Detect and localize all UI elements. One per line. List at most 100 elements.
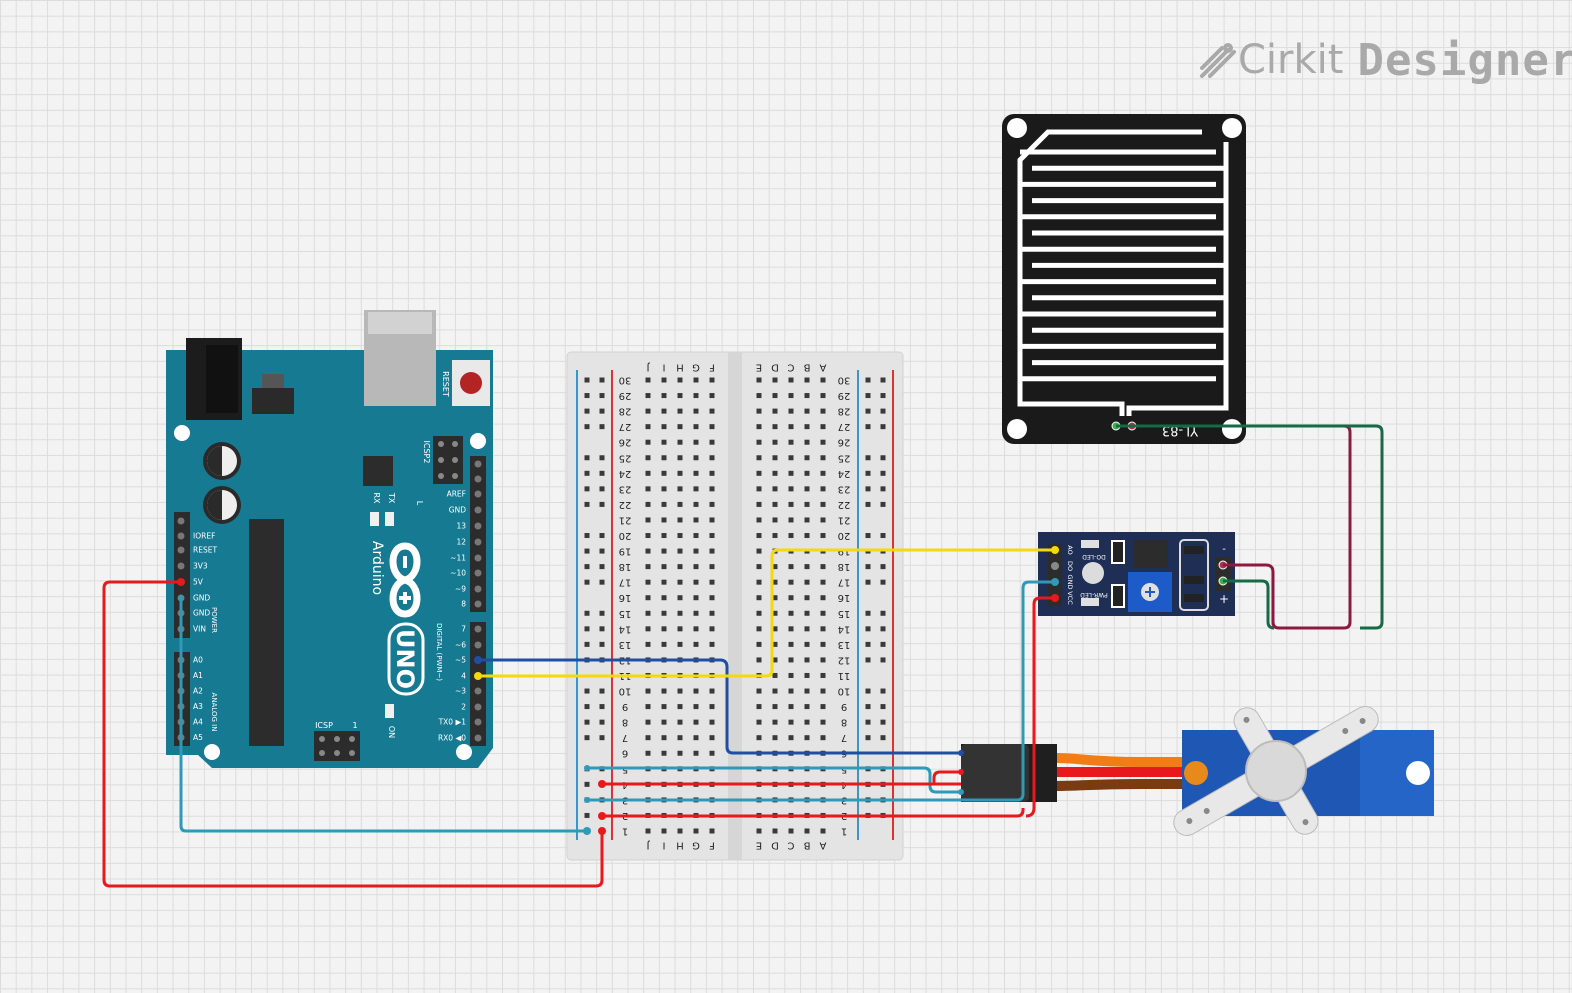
breadboard-hole[interactable] [677, 579, 683, 585]
rail-hole[interactable] [880, 470, 886, 476]
arduino-uno[interactable]: IOREFRESET3V35VGNDGNDVINA0A1A2A3A4A5AREF… [166, 310, 493, 768]
breadboard-hole[interactable] [788, 486, 794, 492]
breadboard-hole[interactable] [804, 657, 810, 663]
breadboard-hole[interactable] [709, 719, 715, 725]
breadboard-hole[interactable] [661, 439, 667, 445]
breadboard-hole[interactable] [645, 408, 651, 414]
rail-hole[interactable] [599, 735, 605, 741]
breadboard-hole[interactable] [661, 688, 667, 694]
breadboard-hole[interactable] [693, 393, 699, 399]
breadboard-hole[interactable] [693, 688, 699, 694]
breadboard-hole[interactable] [677, 610, 683, 616]
rail-hole[interactable] [584, 704, 590, 710]
rail-hole[interactable] [865, 564, 871, 570]
breadboard-hole[interactable] [804, 579, 810, 585]
breadboard-hole[interactable] [709, 828, 715, 834]
wire-5v-red[interactable] [102, 580, 604, 888]
breadboard-hole[interactable] [804, 533, 810, 539]
breadboard-hole[interactable] [804, 595, 810, 601]
rail-hole[interactable] [880, 533, 886, 539]
breadboard-hole[interactable] [756, 377, 762, 383]
breadboard-hole[interactable] [661, 579, 667, 585]
breadboard-hole[interactable] [804, 719, 810, 725]
breadboard-hole[interactable] [677, 688, 683, 694]
arduino-pin[interactable] [474, 538, 482, 546]
rail-hole[interactable] [599, 548, 605, 554]
breadboard-hole[interactable] [693, 579, 699, 585]
breadboard-hole[interactable] [772, 393, 778, 399]
breadboard-hole[interactable] [820, 408, 826, 414]
breadboard-hole[interactable] [756, 564, 762, 570]
breadboard-hole[interactable] [693, 377, 699, 383]
breadboard-hole[interactable] [693, 455, 699, 461]
rail-hole[interactable] [880, 735, 886, 741]
breadboard-hole[interactable] [709, 424, 715, 430]
breadboard-hole[interactable] [709, 470, 715, 476]
breadboard-hole[interactable] [709, 610, 715, 616]
breadboard-hole[interactable] [709, 704, 715, 710]
rail-hole[interactable] [584, 533, 590, 539]
breadboard-hole[interactable] [756, 688, 762, 694]
breadboard-hole[interactable] [820, 626, 826, 632]
breadboard-hole[interactable] [645, 439, 651, 445]
breadboard-hole[interactable] [804, 610, 810, 616]
breadboard-hole[interactable] [756, 533, 762, 539]
rail-hole[interactable] [880, 393, 886, 399]
breadboard-hole[interactable] [709, 439, 715, 445]
breadboard-hole[interactable] [788, 439, 794, 445]
breadboard-hole[interactable] [693, 735, 699, 741]
rail-hole[interactable] [599, 610, 605, 616]
breadboard-hole[interactable] [820, 486, 826, 492]
arduino-pin[interactable] [474, 554, 482, 562]
rail-hole[interactable] [865, 626, 871, 632]
rail-hole[interactable] [880, 688, 886, 694]
breadboard-hole[interactable] [645, 735, 651, 741]
breadboard-hole[interactable] [661, 735, 667, 741]
breadboard-hole[interactable] [820, 595, 826, 601]
rail-hole[interactable] [865, 377, 871, 383]
breadboard-hole[interactable] [804, 704, 810, 710]
breadboard-hole[interactable] [677, 408, 683, 414]
arduino-pin[interactable] [474, 687, 482, 695]
rail-hole[interactable] [865, 424, 871, 430]
rail-hole[interactable] [584, 501, 590, 507]
breadboard-hole[interactable] [645, 548, 651, 554]
rail-hole[interactable] [865, 501, 871, 507]
breadboard-hole[interactable] [645, 704, 651, 710]
breadboard-hole[interactable] [677, 455, 683, 461]
arduino-pin[interactable] [474, 490, 482, 498]
breadboard-hole[interactable] [772, 455, 778, 461]
breadboard-hole[interactable] [756, 641, 762, 647]
breadboard-hole[interactable] [820, 688, 826, 694]
breadboard-hole[interactable] [661, 548, 667, 554]
breadboard-hole[interactable] [693, 424, 699, 430]
breadboard-hole[interactable] [804, 455, 810, 461]
arduino-pin[interactable] [474, 734, 482, 742]
breadboard-hole[interactable] [820, 455, 826, 461]
breadboard-hole[interactable] [677, 641, 683, 647]
breadboard-hole[interactable] [693, 501, 699, 507]
breadboard-hole[interactable] [804, 672, 810, 678]
rail-hole[interactable] [599, 641, 605, 647]
breadboard-hole[interactable] [645, 595, 651, 601]
rail-hole[interactable] [865, 579, 871, 585]
breadboard-hole[interactable] [709, 377, 715, 383]
breadboard-hole[interactable] [820, 641, 826, 647]
breadboard-hole[interactable] [804, 564, 810, 570]
breadboard-hole[interactable] [756, 704, 762, 710]
rail-hole[interactable] [599, 455, 605, 461]
breadboard-hole[interactable] [756, 424, 762, 430]
breadboard-hole[interactable] [756, 470, 762, 476]
arduino-pin[interactable] [474, 641, 482, 649]
rail-hole[interactable] [880, 501, 886, 507]
breadboard-hole[interactable] [693, 641, 699, 647]
breadboard-hole[interactable] [820, 501, 826, 507]
breadboard-hole[interactable] [645, 688, 651, 694]
rail-hole[interactable] [880, 408, 886, 414]
breadboard-hole[interactable] [661, 595, 667, 601]
breadboard-hole[interactable] [756, 455, 762, 461]
arduino-pin[interactable] [474, 585, 482, 593]
rail-hole[interactable] [584, 564, 590, 570]
breadboard-hole[interactable] [804, 626, 810, 632]
